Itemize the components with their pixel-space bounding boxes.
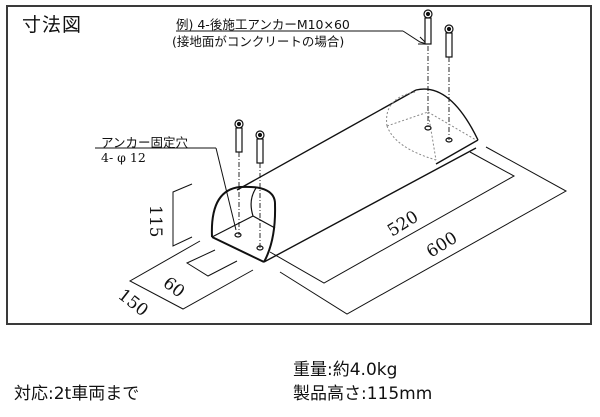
rear-hidden-lines — [386, 91, 477, 161]
product-height-spec: 製品高さ:115mm — [293, 384, 433, 404]
hole-label-leader — [95, 147, 237, 231]
anchor-bolt-icon — [234, 119, 244, 153]
wheel-stop-body — [210, 88, 479, 263]
dimension-outer-length-label: 600 — [423, 228, 461, 262]
anchor-note-line1: 例) 4-後施工アンカーM10×60 — [176, 17, 350, 32]
rear-holes — [424, 125, 453, 143]
dimension-height-label: 115 — [145, 205, 165, 237]
compatibility-spec: 対応:2t車両まで — [14, 384, 140, 404]
anchor-bolt-icon — [423, 9, 433, 45]
weight-spec: 重量:約4.0kg — [293, 360, 398, 380]
front-recess — [211, 187, 276, 251]
dimension-width — [128, 240, 254, 310]
drawing-title: 寸法図 — [22, 14, 83, 36]
dimension-height — [172, 183, 193, 247]
dimension-length — [269, 146, 568, 315]
anchor-bolt-icon — [255, 130, 265, 164]
dimension-inner-width-label: 60 — [159, 273, 188, 302]
anchor-hole-spec: 4- φ 12 — [101, 150, 146, 165]
anchor-note-line2: (接地面がコンクリートの場合) — [172, 34, 345, 49]
anchor-hole-label: アンカー固定穴 — [101, 135, 189, 150]
anchor-note-leader — [176, 30, 429, 45]
drawing-frame — [6, 5, 592, 325]
anchor-bolt-icon — [444, 24, 454, 58]
dimension-outer-width-label: 150 — [114, 285, 152, 321]
dimension-inner-length-label: 520 — [384, 207, 422, 241]
